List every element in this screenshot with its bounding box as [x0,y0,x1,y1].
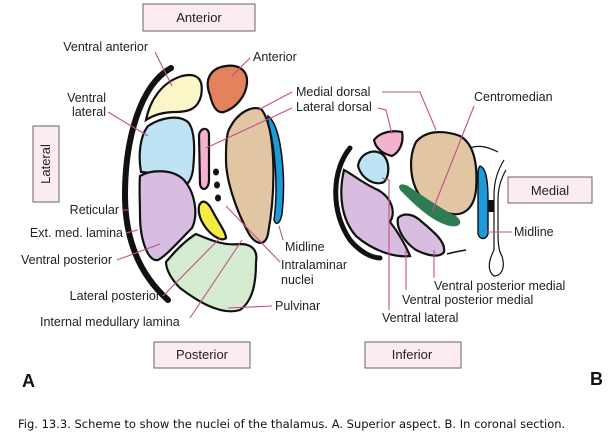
midline-shape [267,114,285,225]
label-centromedian: Centromedian [474,90,553,104]
label-vpm-1: Ventral posterior medial [434,279,565,293]
label-ventral-lateral: Ventral [67,91,106,105]
leader-line [125,229,139,234]
label-pulvinar: Pulvinar [275,299,320,313]
lateral-dorsal-shape [197,127,211,190]
ventral-posterior-medial-shape [396,213,446,257]
reticular-arc-b [333,145,383,261]
lateral-dorsal-shape-b [372,130,404,158]
ventral-posterior-shape [138,170,197,262]
leader-line [381,177,390,310]
leader-line [205,107,293,149]
leader-line [162,237,221,297]
posterior-direction-label: Posterior [176,347,229,362]
intralaminar-dot [215,194,221,202]
figure-caption: Fig. 13.3. Scheme to show the nuclei of … [18,417,565,431]
leader-line [257,91,293,111]
leader-line [382,91,437,131]
midline-shape-b [477,165,489,240]
leader-line [116,243,161,261]
panel-letter-b: B [590,369,603,389]
label-medial-dorsal: Medial dorsal [296,85,370,99]
figure-b: Medial Inferior Centromedian [333,90,603,389]
label-midline-a: Midline [285,240,325,254]
anterior-nucleus-shape [206,64,249,114]
ventral-posterior-lateral-shape [340,168,412,258]
label-intralaminar: nuclei [281,273,314,287]
leader-line [377,107,393,135]
medial-direction-label: Medial [531,183,569,198]
label-lateral-dorsal: Lateral dorsal [296,100,372,114]
medial-dorsal-shape-b [410,130,478,216]
label-anterior: Anterior [253,50,297,64]
ventral-lateral-shape-b [356,150,390,185]
leader-line [225,205,281,263]
leader-line [431,105,475,213]
label-reticular: Reticular [70,203,119,217]
posterior-direction-box [153,341,251,369]
leader-line [231,57,251,77]
label-internal-medullary-lamina: Internal medullary lamina [40,315,180,329]
lateral-direction-box [32,125,60,203]
centromedian-shape [399,184,461,227]
label-lateral-posterior: Lateral posterior [70,289,160,303]
leader-line [107,111,149,137]
leader-line [154,51,173,87]
interthalamic-adhesion [488,200,494,212]
label-ventral-lateral: lateral [72,105,106,119]
lateral-posterior-shape [197,200,228,241]
label-vpm-2: Ventral posterior medial [402,293,533,307]
medial-direction-box [507,176,593,204]
anterior-direction-box [142,3,256,32]
inferior-direction-box [364,341,462,369]
pulvinar-shape [164,232,258,313]
panel-letter-a: A [22,371,35,391]
label-midline-b: Midline [514,225,554,239]
inferior-direction-label: Inferior [392,347,433,362]
leader-line [189,239,243,319]
third-ventricle-outline [469,145,507,277]
intralaminar-dot [213,168,219,176]
intralaminar-dot [214,181,220,189]
ventral-anterior-shape [144,73,203,123]
outline-stroke [446,249,467,255]
medial-dorsal-shape [224,106,275,244]
reticular-nucleus-shape [121,65,174,303]
label-ext-med-lamina: Ext. med. lamina [30,226,123,240]
label-ventral-anterior: Ventral anterior [63,40,148,54]
leader-line [227,305,273,309]
figure-a: Anterior Lateral Posterior [21,3,372,391]
label-intralaminar: Intralaminar [281,258,347,272]
label-ventral-posterior: Ventral posterior [21,253,112,267]
anterior-direction-label: Anterior [176,10,222,25]
label-ventral-lateral-b: Ventral lateral [382,311,458,325]
lateral-direction-label: Lateral [38,144,53,184]
leader-line [278,225,284,241]
